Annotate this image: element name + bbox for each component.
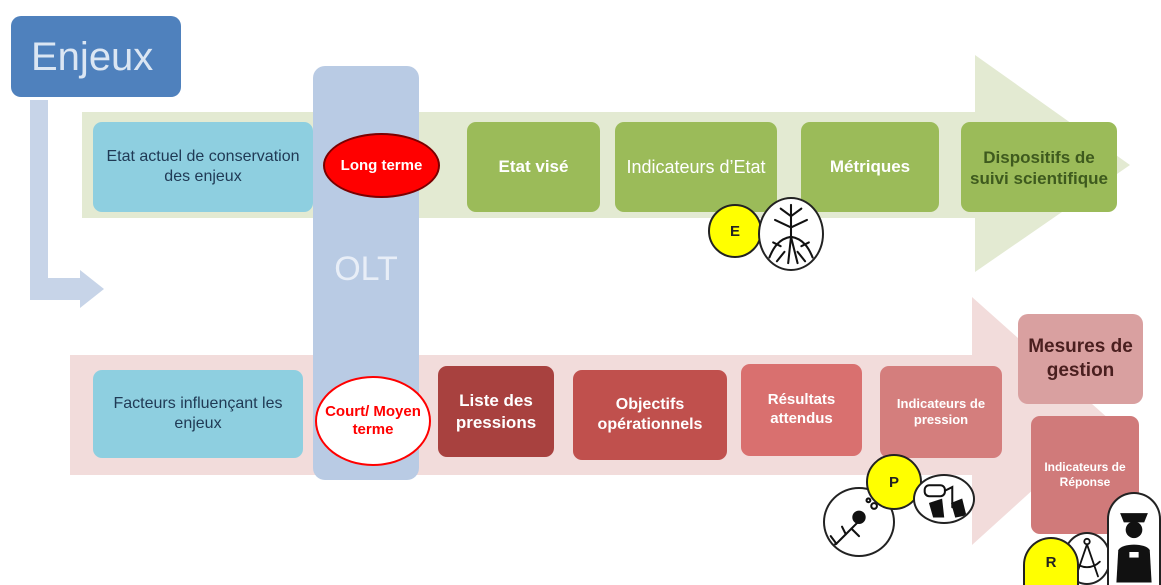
- expected-results-box: Résultats attendus: [741, 364, 862, 456]
- pressures-list-box: Liste des pressions: [438, 366, 554, 457]
- factors-box: Facteurs influençant les enjeux: [93, 370, 303, 458]
- pressure-indicators-box: Indicateurs de pression: [880, 366, 1002, 458]
- monitoring-box: Dispositifs de suivi scientifique: [961, 122, 1117, 212]
- long-term-oval: Long terme: [323, 133, 440, 198]
- diving-mask-fins-icon: [913, 474, 975, 524]
- title-box: Enjeux: [11, 16, 181, 97]
- sea-urchin-icon: [758, 197, 824, 271]
- operational-objectives-box: Objectifs opérationnels: [573, 370, 727, 460]
- state-badge: E: [708, 204, 762, 258]
- police-officer-icon: [1107, 492, 1161, 585]
- olt-label: OLT: [334, 250, 398, 288]
- target-state-box: Etat visé: [467, 122, 600, 212]
- response-badge: R: [1023, 537, 1079, 585]
- state-indicators-box: Indicateurs d’Etat: [615, 122, 777, 212]
- short-medium-term-oval: Court/ Moyen terme: [315, 376, 431, 466]
- current-state-box: Etat actuel de conservation des enjeux: [93, 122, 313, 212]
- connector-arrow: [30, 100, 104, 308]
- page-title: Enjeux: [31, 34, 154, 79]
- metrics-box: Métriques: [801, 122, 939, 212]
- management-measures-box: Mesures de gestion: [1018, 314, 1143, 404]
